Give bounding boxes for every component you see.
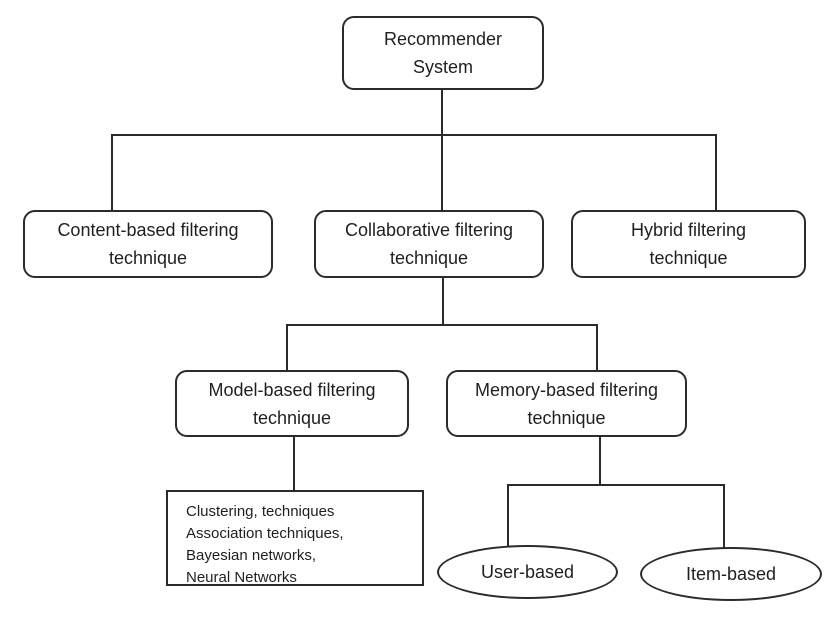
connector-root-trunk — [441, 90, 443, 211]
node-label: Hybrid filtering — [630, 220, 747, 240]
node-recommender-system: Recommender System — [342, 16, 544, 90]
node-label: technique — [389, 248, 469, 268]
node-label: technique — [108, 248, 188, 268]
connector-model-methods-drop — [293, 436, 295, 491]
node-label: technique — [649, 248, 728, 268]
method-line: Association techniques, — [186, 525, 344, 542]
node-label: technique — [252, 407, 332, 428]
connector-level1-right-drop — [715, 134, 717, 211]
method-line: Neural Networks — [186, 569, 297, 586]
node-model-based-filtering: Model-based filtering technique — [175, 370, 409, 437]
node-collaborative-filtering: Collaborative filtering technique — [314, 210, 544, 278]
connector-level2-right-drop — [596, 324, 598, 371]
connector-level1-left-drop — [111, 134, 113, 211]
node-model-based-methods: Clustering, techniques Association techn… — [166, 490, 424, 586]
node-label: User-based — [480, 562, 575, 582]
node-hybrid-filtering: Hybrid filtering technique — [571, 210, 806, 278]
node-label: Item-based — [685, 564, 777, 584]
connector-level3-horizontal — [507, 484, 725, 486]
node-content-based-filtering: Content-based filtering technique — [23, 210, 273, 278]
node-label: Memory-based filtering — [474, 379, 659, 400]
connector-level1-horizontal — [111, 134, 717, 136]
node-label: technique — [527, 407, 606, 428]
node-label: Content-based filtering — [57, 220, 239, 240]
connector-memory-trunk — [599, 436, 601, 486]
connector-level2-horizontal — [286, 324, 598, 326]
connector-itembased-drop — [723, 484, 725, 550]
connector-collaborative-trunk — [442, 276, 444, 326]
node-user-based: User-based — [437, 545, 618, 599]
connector-userbased-drop — [507, 484, 509, 550]
node-label: Collaborative filtering — [344, 220, 514, 240]
node-memory-based-filtering: Memory-based filtering technique — [446, 370, 687, 437]
connector-level2-left-drop — [286, 324, 288, 371]
method-line: Bayesian networks, — [186, 547, 317, 564]
node-label: System — [412, 57, 473, 77]
node-item-based: Item-based — [640, 547, 822, 601]
method-line: Clustering, techniques — [186, 503, 335, 520]
node-label: Model-based filtering — [208, 379, 376, 400]
node-label: Recommender — [383, 29, 503, 49]
